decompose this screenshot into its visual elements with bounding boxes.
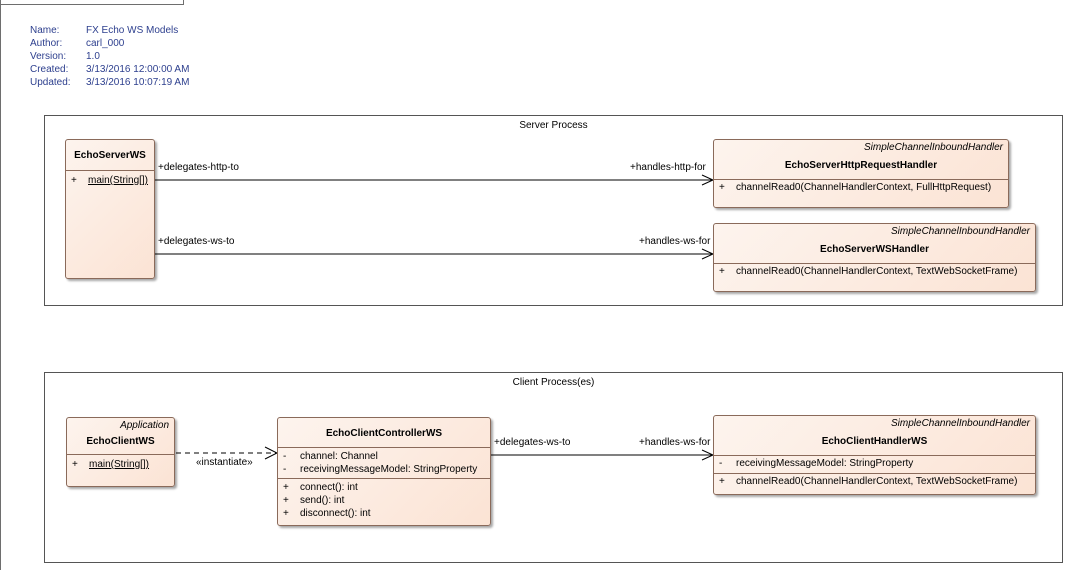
operation[interactable]: + main(String[]) — [66, 174, 154, 187]
visibility: + — [719, 182, 725, 193]
class-name: EchoServerWSHandler — [820, 244, 929, 255]
attribute-signature: channel: Channel — [300, 451, 378, 462]
meta-value: carl_000 — [86, 38, 125, 49]
class-echo-client-ws[interactable]: Application EchoClientWS + main(String[]) — [66, 417, 175, 487]
class-name: EchoServerHttpRequestHandler — [784, 160, 938, 171]
operation[interactable]: + send(): int — [278, 494, 490, 507]
visibility: + — [719, 476, 725, 487]
class-name: EchoServerWS — [74, 150, 146, 161]
meta-key: Name: — [30, 25, 60, 36]
operation-signature: channelRead0(ChannelHandlerContext, Full… — [736, 182, 992, 193]
role-label: +handles-http-for — [630, 162, 706, 173]
meta-row-author: Author: carl_000 — [30, 37, 189, 50]
visibility: + — [71, 175, 77, 186]
diagram-frame-tab — [0, 0, 184, 5]
boundary-title: Server Process — [519, 120, 588, 131]
role-label: +delegates-http-to — [158, 162, 239, 173]
visibility: + — [72, 459, 78, 470]
class-echo-server-ws[interactable]: EchoServerWS + main(String[]) — [65, 139, 155, 279]
class-stereotype: SimpleChannelInboundHandler — [891, 418, 1030, 429]
attributes-compartment: - receivingMessageModel: StringProperty — [714, 455, 1035, 470]
operations-compartment: + channelRead0(ChannelHandlerContext, Tex… — [714, 263, 1035, 278]
role-label: +delegates-ws-to — [494, 437, 571, 448]
class-echo-client-handler-ws[interactable]: SimpleChannelInboundHandler EchoClientHa… — [713, 415, 1036, 495]
meta-row-created: Created: 3/13/2016 12:00:00 AM — [30, 63, 189, 76]
visibility: + — [283, 508, 289, 519]
boundary-title: Client Process(es) — [512, 377, 595, 388]
attribute[interactable]: - receivingMessageModel: StringProperty — [714, 457, 1035, 470]
class-stereotype: Application — [120, 420, 169, 431]
class-echo-client-controller-ws[interactable]: EchoClientControllerWS - channel: Channel… — [277, 417, 491, 526]
diagram-metadata: Name: FX Echo WS Models Author: carl_000 V… — [30, 24, 189, 89]
visibility: + — [719, 266, 725, 277]
operations-compartment: + connect(): int + send(): int + disconnect… — [278, 478, 490, 520]
visibility: - — [719, 458, 723, 469]
class-echo-server-ws-handler[interactable]: SimpleChannelInboundHandler EchoServerWS… — [713, 223, 1036, 292]
stereotype-label: «instantiate» — [196, 457, 253, 468]
meta-row-name: Name: FX Echo WS Models — [30, 24, 189, 37]
operations-compartment: + channelRead0(ChannelHandlerContext, Ful… — [714, 179, 1008, 194]
meta-key: Created: — [30, 64, 69, 75]
operation[interactable]: + channelRead0(ChannelHandlerContext, Tex… — [714, 265, 1035, 278]
attribute-signature: receivingMessageModel: StringProperty — [300, 464, 478, 475]
meta-value: 3/13/2016 12:00:00 AM — [86, 64, 190, 75]
operation-signature: connect(): int — [300, 482, 358, 493]
class-name: EchoClientControllerWS — [325, 428, 443, 439]
role-label: +handles-ws-for — [639, 437, 711, 448]
class-stereotype: SimpleChannelInboundHandler — [864, 142, 1003, 153]
class-stereotype: SimpleChannelInboundHandler — [891, 226, 1030, 237]
role-label: +delegates-ws-to — [158, 236, 235, 247]
operation-signature: main(String[]) — [88, 175, 149, 186]
operations-compartment: + main(String[]) — [67, 454, 174, 471]
attribute[interactable]: - channel: Channel — [278, 450, 490, 463]
visibility: - — [283, 464, 287, 475]
operation[interactable]: + connect(): int — [278, 481, 490, 494]
operation-signature: main(String[]) — [89, 459, 150, 470]
operations-compartment: + channelRead0(ChannelHandlerContext, Tex… — [714, 473, 1035, 488]
meta-value: 1.0 — [86, 51, 100, 62]
operation-signature: send(): int — [300, 495, 345, 506]
attribute[interactable]: - receivingMessageModel: StringProperty — [278, 463, 490, 476]
operation[interactable]: + disconnect(): int — [278, 507, 490, 520]
operation-signature: disconnect(): int — [300, 508, 371, 519]
meta-key: Updated: — [30, 77, 71, 88]
operation-signature: channelRead0(ChannelHandlerContext, Text… — [736, 476, 1018, 487]
visibility: + — [283, 482, 289, 493]
attributes-compartment: - channel: Channel - receivingMessageModel… — [278, 447, 490, 476]
operations-compartment: + main(String[]) — [66, 170, 154, 187]
visibility: - — [283, 451, 287, 462]
operation-signature: channelRead0(ChannelHandlerContext, Text… — [736, 266, 1018, 277]
class-name: EchoClientHandlerWS — [821, 436, 928, 447]
class-echo-server-http-request-handler[interactable]: SimpleChannelInboundHandler EchoServerHt… — [713, 139, 1009, 208]
attribute-signature: receivingMessageModel: StringProperty — [736, 458, 914, 469]
role-label: +handles-ws-for — [639, 236, 711, 247]
visibility: + — [283, 495, 289, 506]
meta-key: Version: — [30, 51, 67, 62]
meta-value: FX Echo WS Models — [86, 25, 179, 36]
meta-row-version: Version: 1.0 — [30, 50, 189, 63]
meta-key: Author: — [30, 38, 63, 49]
meta-value: 3/13/2016 10:07:19 AM — [86, 77, 190, 88]
operation[interactable]: + main(String[]) — [67, 458, 174, 471]
class-name: EchoClientWS — [86, 436, 155, 447]
operation[interactable]: + channelRead0(ChannelHandlerContext, Ful… — [714, 181, 1008, 194]
operation[interactable]: + channelRead0(ChannelHandlerContext, Tex… — [714, 475, 1035, 488]
meta-row-updated: Updated: 3/13/2016 10:07:19 AM — [30, 76, 189, 89]
